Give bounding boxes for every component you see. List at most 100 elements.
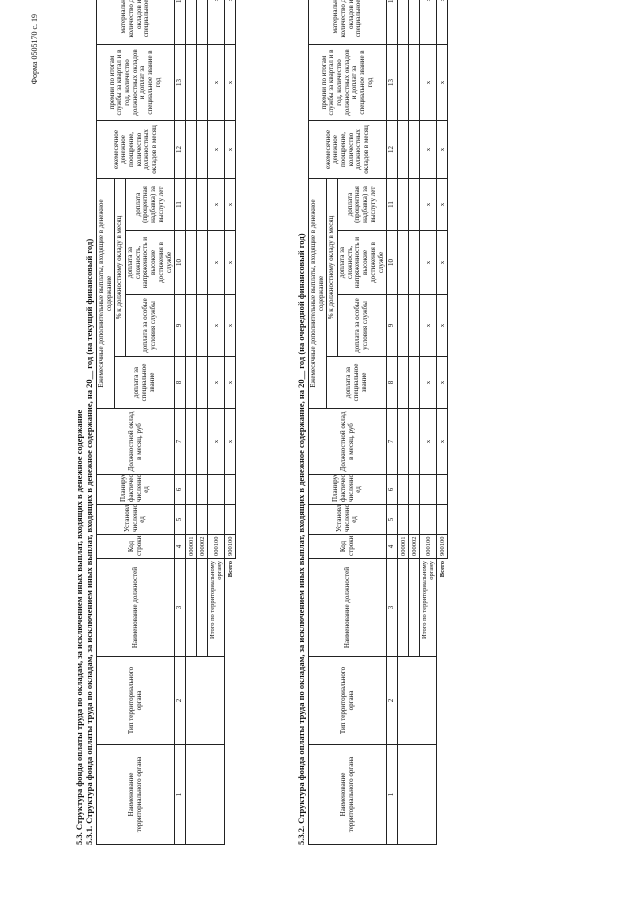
table-row: 000001 xyxy=(397,0,437,845)
cell-organ[interactable] xyxy=(185,744,225,845)
x-mark: x xyxy=(436,178,448,231)
table-row-grand-total: Всего 900100 x x x x x x x x xyxy=(436,0,448,845)
cell-value[interactable] xyxy=(196,294,208,357)
col-number: 12 xyxy=(386,120,398,179)
cell-value[interactable] xyxy=(397,356,409,409)
x-mark: x xyxy=(419,408,437,475)
cell-position[interactable] xyxy=(397,558,409,657)
cell-code: 000100 xyxy=(419,534,437,559)
col-number: 13 xyxy=(386,44,398,121)
fot-table-next: Наименование территориального органа Тип… xyxy=(308,0,448,845)
x-mark: x xyxy=(419,356,437,409)
table-row: 000001 xyxy=(185,0,225,845)
x-mark: x xyxy=(224,294,236,357)
cell-organ[interactable] xyxy=(397,744,437,845)
header-seniority: доплата (процентная надбавка) за выслугу… xyxy=(125,178,175,231)
x-mark: x xyxy=(207,44,225,121)
header-special-conditions: доплата за особые условия службы xyxy=(125,294,175,357)
cell-value[interactable] xyxy=(408,504,420,535)
cell-value[interactable] xyxy=(185,230,197,295)
cell-value[interactable] xyxy=(196,408,208,475)
cell-value[interactable] xyxy=(408,294,420,357)
header-position-name: Наименование должностей xyxy=(96,558,175,657)
header-material-aid: материальная помощь, количество должност… xyxy=(96,0,175,45)
header-territorial-organ: Наименование территориального органа xyxy=(308,744,387,845)
col-number: 12 xyxy=(174,120,186,179)
cell-value[interactable] xyxy=(196,356,208,409)
header-percent-subgroup: % к должностному окладу в месяц xyxy=(326,178,338,357)
cell-value[interactable] xyxy=(419,504,437,535)
cell-value[interactable] xyxy=(185,44,197,121)
header-salary: Должностной оклад в месяц, руб xyxy=(96,408,175,475)
cell-value[interactable] xyxy=(196,44,208,121)
col-number: 7 xyxy=(386,408,398,475)
cell-position[interactable] xyxy=(196,558,208,657)
cell-value[interactable] xyxy=(185,408,197,475)
cell-value[interactable] xyxy=(397,294,409,357)
header-material-aid: материальная помощь, количество должност… xyxy=(308,0,387,45)
header-monthly-bonus: ежемесячное денежное поощрение, количест… xyxy=(96,120,175,179)
cell-value[interactable] xyxy=(196,474,208,505)
cell-value[interactable] xyxy=(397,0,409,45)
header-monthly-bonus: ежемесячное денежное поощрение, количест… xyxy=(308,120,387,179)
cell-value[interactable] xyxy=(397,178,409,231)
cell-value[interactable] xyxy=(185,178,197,231)
fot-table-current: Наименование территориального органа Тип… xyxy=(96,0,236,845)
cell-value[interactable] xyxy=(397,230,409,295)
cell-value[interactable] xyxy=(419,474,437,505)
cell-code: 000002 xyxy=(408,534,420,559)
cell-value[interactable] xyxy=(224,474,236,505)
cell-value[interactable] xyxy=(185,504,197,535)
cell-value[interactable] xyxy=(196,178,208,231)
cell-position[interactable] xyxy=(185,558,197,657)
cell-value[interactable] xyxy=(185,0,197,45)
x-mark: x xyxy=(224,230,236,295)
cell-code: 900100 xyxy=(224,534,236,559)
cell-value[interactable] xyxy=(397,44,409,121)
x-mark: x xyxy=(207,356,225,409)
cell-value[interactable] xyxy=(185,120,197,179)
cell-value[interactable] xyxy=(397,120,409,179)
cell-value[interactable] xyxy=(408,120,420,179)
header-organ-type: Тип территориального органа xyxy=(308,656,387,745)
x-mark: x xyxy=(207,408,225,475)
cell-value[interactable] xyxy=(185,294,197,357)
cell-value[interactable] xyxy=(196,230,208,295)
header-established-number: Установленная численность, ед xyxy=(308,504,387,535)
x-mark: x xyxy=(419,120,437,179)
cell-position[interactable] xyxy=(408,558,420,657)
cell-value[interactable] xyxy=(408,356,420,409)
cell-value[interactable] xyxy=(436,474,448,505)
cell-value[interactable] xyxy=(196,504,208,535)
x-mark: x xyxy=(436,230,448,295)
cell-value[interactable] xyxy=(408,0,420,45)
cell-code: 000002 xyxy=(196,534,208,559)
cell-value[interactable] xyxy=(185,474,197,505)
cell-value[interactable] xyxy=(408,474,420,505)
cell-value[interactable] xyxy=(397,504,409,535)
cell-organ-type[interactable] xyxy=(397,656,437,745)
cell-value[interactable] xyxy=(408,230,420,295)
col-number: 13 xyxy=(174,44,186,121)
col-number: 7 xyxy=(174,408,186,475)
cell-value[interactable] xyxy=(185,356,197,409)
cell-value[interactable] xyxy=(196,120,208,179)
header-position-name: Наименование должностей xyxy=(308,558,387,657)
cell-value[interactable] xyxy=(397,474,409,505)
cell-value[interactable] xyxy=(436,504,448,535)
col-number: 11 xyxy=(386,178,398,231)
header-monthly-group: Ежемесячные дополнительные выплаты, вход… xyxy=(96,178,115,409)
x-mark: x xyxy=(419,294,437,357)
cell-organ-type[interactable] xyxy=(185,656,225,745)
cell-value[interactable] xyxy=(397,408,409,475)
cell-value[interactable] xyxy=(408,44,420,121)
cell-value[interactable] xyxy=(408,178,420,231)
cell-value[interactable] xyxy=(196,0,208,45)
x-mark: x xyxy=(207,294,225,357)
cell-value[interactable] xyxy=(207,504,225,535)
cell-value[interactable] xyxy=(224,504,236,535)
cell-value[interactable] xyxy=(408,408,420,475)
cell-value[interactable] xyxy=(207,474,225,505)
table-row-grand-total: Всего 900100 x x x x x x x x xyxy=(224,0,236,845)
